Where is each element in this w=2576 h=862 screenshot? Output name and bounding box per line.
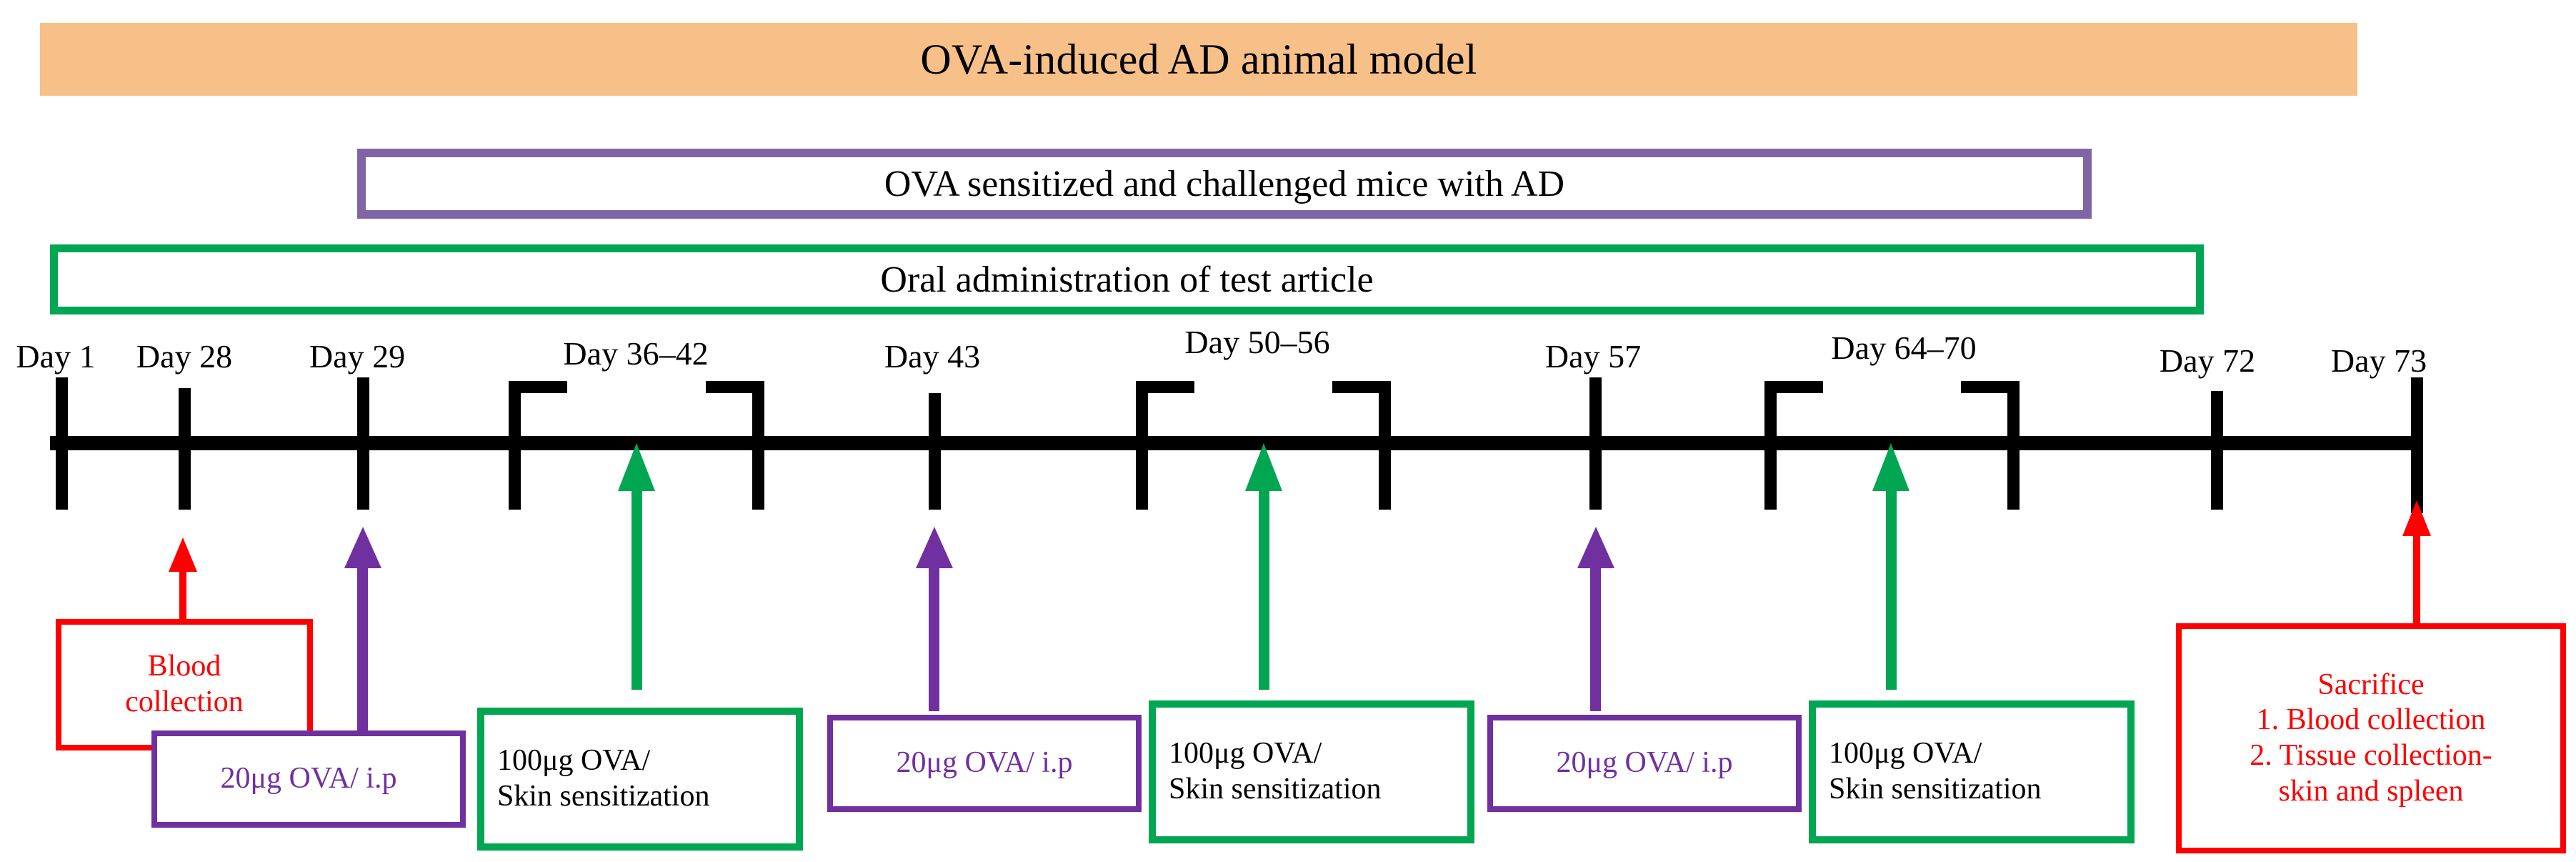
- phase-bar-label: Oral administration of test article: [880, 259, 1374, 300]
- day-label-day-28: Day 28: [136, 338, 233, 375]
- timeline-axis-line: [50, 436, 2423, 450]
- day-label-day-57: Day 57: [1544, 338, 1642, 375]
- callout-skin-sensitization-1: 100μg OVA/ Skin sensitization: [477, 708, 803, 851]
- tick-day-1: [56, 377, 68, 510]
- day-label-day-73: Day 73: [2330, 342, 2427, 379]
- connector-skin-sens-3: [1886, 629, 1897, 690]
- callout-ova-ip-3: 20μg OVA/ i.p: [1487, 715, 1802, 812]
- callout-line: 1. Blood collection: [2256, 703, 2486, 737]
- callout-ova-ip-1: 20μg OVA/ i.p: [151, 730, 466, 828]
- callout-connectors: [357, 629, 1897, 740]
- day-label-day-72: Day 72: [2159, 342, 2256, 379]
- day-label-day-29: Day 29: [309, 338, 406, 375]
- callout-line: Sacrifice: [2317, 668, 2425, 701]
- connector-ova-ip-2: [929, 629, 939, 711]
- callout-line: 100μg OVA/: [1829, 737, 1982, 771]
- tick-day-43: [929, 393, 941, 510]
- callout-sacrifice: Sacrifice 1. Blood collection 2. Tissue …: [2176, 623, 2566, 853]
- phase-bar-oral-administration: Oral administration of test article: [50, 244, 2204, 314]
- connector-ova-ip-3: [1590, 629, 1601, 711]
- callout-line: 2. Tissue collection-: [2250, 739, 2492, 772]
- day-label-day-50-56: Day 50–56: [1184, 324, 1330, 360]
- connector-ova-ip-1: [357, 629, 368, 740]
- callout-line: 100μg OVA/: [1169, 737, 1322, 771]
- callout-line: collection: [125, 685, 244, 718]
- callout-ova-ip-2: 20μg OVA/ i.p: [827, 715, 1142, 812]
- callout-line: Skin sensitization: [1829, 773, 2042, 806]
- title-banner: OVA-induced AD animal model: [40, 23, 2357, 96]
- bracket-day-36-42: [509, 381, 764, 510]
- callout-line: Skin sensitization: [497, 780, 710, 813]
- arrow-blood-collection: [169, 537, 197, 628]
- callout-skin-sensitization-2: 100μg OVA/ Skin sensitization: [1149, 700, 1474, 843]
- arrow-skin-sens-1: [618, 443, 655, 629]
- callout-line: Blood: [147, 650, 221, 683]
- day-label-day-43: Day 43: [884, 338, 981, 375]
- callout-line: 20μg OVA/ i.p: [896, 746, 1073, 780]
- arrow-skin-sens-2: [1245, 443, 1282, 629]
- arrow-sacrifice: [2402, 500, 2431, 629]
- page-title: OVA-induced AD animal model: [920, 35, 1477, 83]
- callout-skin-sensitization-3: 100μg OVA/ Skin sensitization: [1809, 700, 2135, 843]
- tick-day-28: [179, 388, 191, 510]
- tick-day-72: [2211, 391, 2223, 510]
- arrow-ova-ip-3: [1577, 527, 1614, 629]
- callout-line: 20μg OVA/ i.p: [1556, 746, 1733, 780]
- day-label-day-36-42: Day 36–42: [563, 335, 709, 372]
- bracket-day-50-56: [1136, 381, 1391, 510]
- arrow-skin-sens-3: [1872, 443, 1909, 629]
- phase-bar-label: OVA sensitized and challenged mice with …: [884, 163, 1565, 204]
- day-label-day-64-70: Day 64–70: [1831, 330, 1977, 366]
- bracket-day-64-70: [1764, 381, 2020, 510]
- phase-bar-ova-sensitized: OVA sensitized and challenged mice with …: [357, 149, 2092, 219]
- connector-skin-sens-2: [1259, 629, 1269, 690]
- connector-skin-sens-1: [631, 629, 642, 690]
- tick-day-29: [357, 377, 369, 510]
- arrow-ova-ip-2: [916, 527, 953, 629]
- callout-line: skin and spleen: [2278, 774, 2464, 808]
- timeline-axis-group: [50, 377, 2431, 629]
- callout-line: Skin sensitization: [1169, 773, 1382, 806]
- tick-day-57: [1589, 377, 1602, 510]
- day-label-day-1: Day 1: [16, 338, 96, 375]
- callout-line: 100μg OVA/: [497, 744, 651, 778]
- tick-day-73: [2411, 377, 2423, 513]
- arrow-ova-ip-1: [344, 527, 381, 629]
- callout-line: 20μg OVA/ i.p: [220, 762, 397, 796]
